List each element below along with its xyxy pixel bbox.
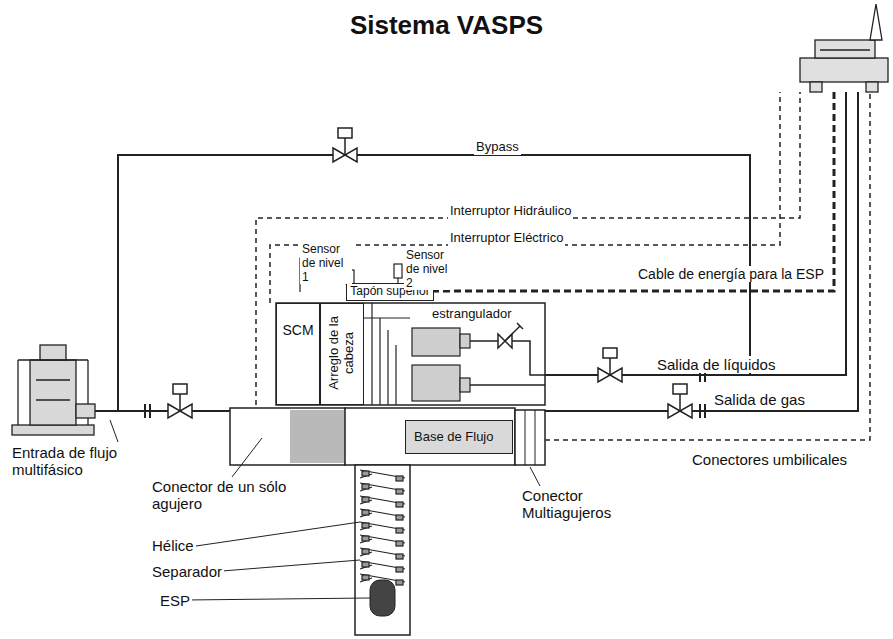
gas-outlet-line [545,92,858,411]
hydraulic-line [256,92,800,405]
sensor-label: Sensor de nivel 1 [300,243,352,284]
umbilical-line [545,92,870,440]
helix-windings [360,470,405,585]
node-label: estrangulador [432,307,543,322]
head-arrangement-box: Arreglo de la cabeza [320,303,364,405]
separator-column [355,465,410,635]
part-label: ESP [158,592,192,609]
flow-base-box: Base de Flujo [405,420,513,454]
liquid-outlet-line [545,92,846,375]
diagram-title: Sistema VASPS [0,10,893,41]
connector-label: Conector de un sólo agujero [150,478,329,513]
esp-power-cable [432,92,834,291]
esp-pump [370,580,395,616]
wellhead-illustration [12,345,95,435]
inlet-label: Entrada de flujo multifásico [10,444,144,479]
choke-symbol [470,323,545,385]
sensor-label: Sensor de nivel 2 [404,249,454,290]
valve-symbols [168,128,692,418]
hydraulic-switch-label: Interruptor Hidráulico [448,204,573,219]
scm-box: SCM [276,303,320,405]
part-label: Separador [150,563,224,580]
inlet-pipe [95,410,230,412]
electric-switch-label: Interruptor Eléctrico [448,231,565,246]
node-label: SCM [279,322,317,338]
node-label: Arreglo de la cabeza [327,304,357,400]
platform-illustration [800,4,888,92]
power-cable-label: Cable de energía para la ESP [636,266,826,282]
choke-box: estrangulador [410,303,545,405]
outlet-label: Salida de gas [712,391,807,408]
umbilical-label: Conectores umbilicales [690,451,849,468]
connector-label: Conector Multiagujeros [520,487,629,522]
leader-lines [110,420,540,600]
bypass-label: Bypass [474,140,521,155]
choke-pistons [412,328,470,401]
multibore-connector [515,410,545,465]
node-label: Base de Flujo [414,430,510,445]
head-assembly [276,303,545,405]
outlet-label: Salida de líquidos [655,356,777,373]
part-label: Hélice [150,537,196,554]
